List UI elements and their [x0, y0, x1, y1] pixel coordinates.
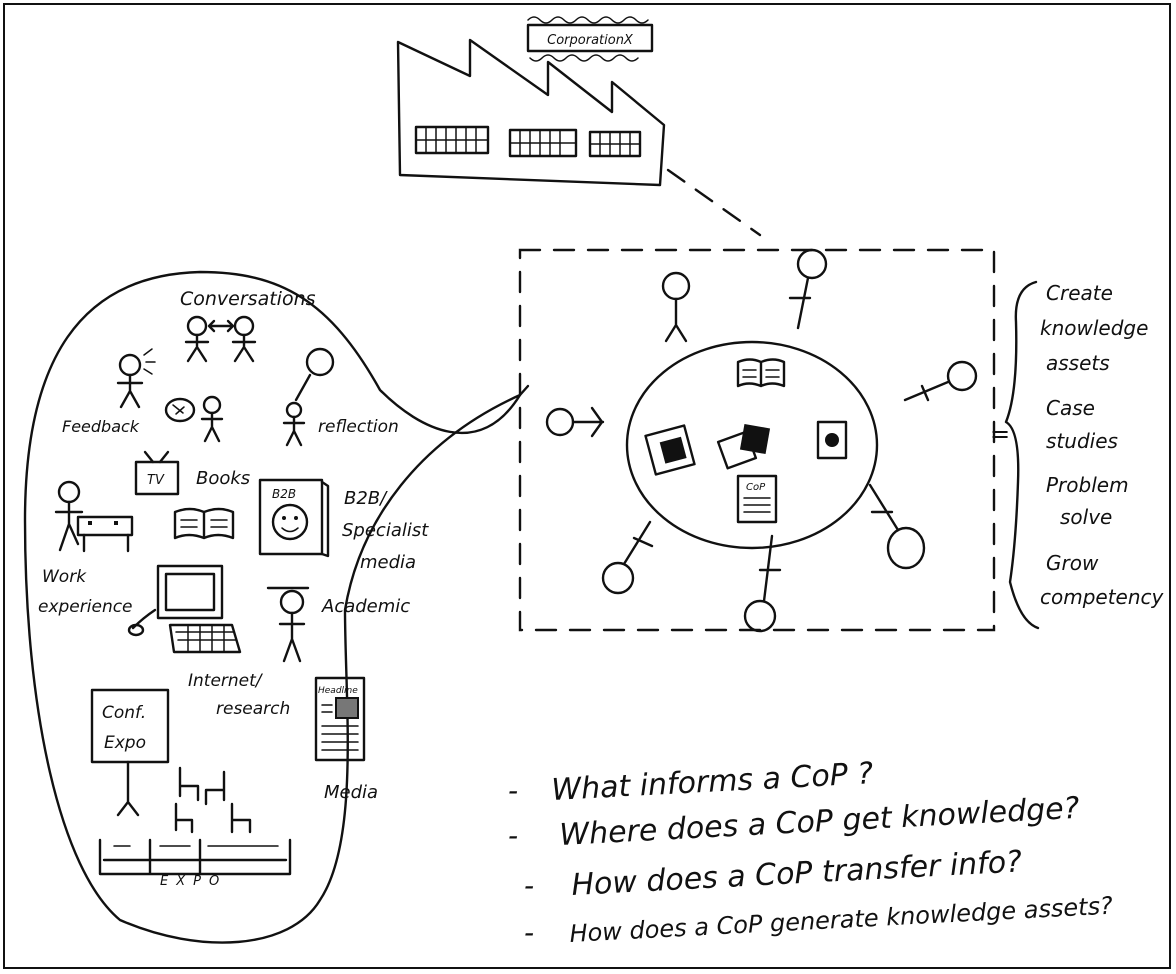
outcome-line: assets: [1046, 351, 1110, 375]
thinking-person-icon: [166, 397, 222, 441]
outcome-line: Create: [1046, 281, 1113, 305]
cop-devices-icon: [718, 424, 770, 468]
cop-magazine-icon: [818, 422, 846, 458]
question-item: What informs a CoP ?: [551, 756, 875, 808]
cop-document-icon: [646, 426, 695, 475]
svg-text:Conf.: Conf.: [102, 703, 146, 723]
outcome-line: studies: [1046, 429, 1118, 453]
factory-connector: [668, 170, 760, 235]
svg-text:EXPO: EXPO: [160, 874, 227, 889]
label-books: Books: [196, 468, 250, 489]
label-work-line1: Work: [42, 567, 87, 587]
academic-person-icon: [268, 588, 308, 661]
outcomes-brace: [1006, 282, 1038, 628]
feedback-person-icon: [118, 349, 155, 407]
label-feedback: Feedback: [62, 417, 140, 436]
svg-text:-: -: [508, 819, 518, 852]
cop-member-bottom-right: [870, 485, 924, 568]
factory-sign: CorporationX: [547, 33, 634, 48]
svg-text:Headline: Headline: [318, 686, 358, 696]
svg-text:-: -: [524, 916, 534, 949]
open-book-icon: [175, 509, 233, 538]
cop-member-bottom-center: [745, 536, 780, 631]
svg-text:-: -: [524, 869, 534, 902]
newspaper-icon: Headline: [316, 678, 364, 760]
outcome-line: knowledge: [1040, 316, 1148, 340]
work-experience-icon: [56, 482, 132, 551]
svg-text:Expo: Expo: [104, 733, 146, 753]
label-reflection: reflection: [318, 417, 399, 437]
label-b2b-line2: Specialist: [342, 520, 429, 541]
question-item: How does a CoP transfer info?: [571, 844, 1023, 903]
label-b2b-line1: B2B/: [344, 488, 388, 509]
svg-text:-: -: [508, 774, 518, 807]
cop-member-top-left: [663, 273, 689, 341]
svg-text:B2B: B2B: [272, 487, 296, 501]
cop-member-top-right: [790, 250, 826, 328]
conversation-people-icon: [186, 317, 255, 361]
questions-list: - What informs a CoP ? - Where does a Co…: [508, 756, 1114, 949]
outcome-line: Grow: [1046, 551, 1099, 575]
label-internet-line2: research: [216, 699, 290, 719]
outcomes-list: Create knowledge assets Case studies Pro…: [1040, 281, 1165, 609]
label-work-line2: experience: [38, 597, 133, 617]
expo-chairs-icon: [176, 768, 250, 832]
label-academic: Academic: [321, 596, 410, 617]
computer-icon: [129, 566, 240, 652]
outcome-line: Problem: [1046, 473, 1129, 497]
label-media: Media: [324, 782, 378, 803]
outcome-line: solve: [1060, 505, 1112, 529]
svg-text:CoP: CoP: [746, 482, 766, 493]
svg-text:TV: TV: [147, 473, 165, 488]
expo-stand-icon: EXPO: [100, 840, 290, 889]
b2b-magazine-icon: B2B: [260, 480, 328, 556]
cop-report-icon: CoP: [738, 476, 776, 522]
outcome-line: Case: [1046, 396, 1095, 420]
question-item: How does a CoP generate knowledge assets…: [569, 892, 1114, 948]
label-b2b-line3: media: [360, 552, 416, 573]
factory-drawing: CorporationX: [398, 17, 664, 185]
cop-member-left: [547, 408, 603, 436]
cop-book-icon: [738, 360, 784, 387]
cop-member-right: [905, 362, 976, 400]
cop-member-bottom-left: [603, 522, 652, 593]
label-internet-line1: Internet/: [188, 671, 264, 691]
conference-board-icon: Conf. Expo: [92, 690, 168, 815]
label-conversations: Conversations: [180, 288, 316, 310]
outcome-line: competency: [1040, 585, 1165, 609]
tv-icon: TV: [136, 452, 178, 494]
